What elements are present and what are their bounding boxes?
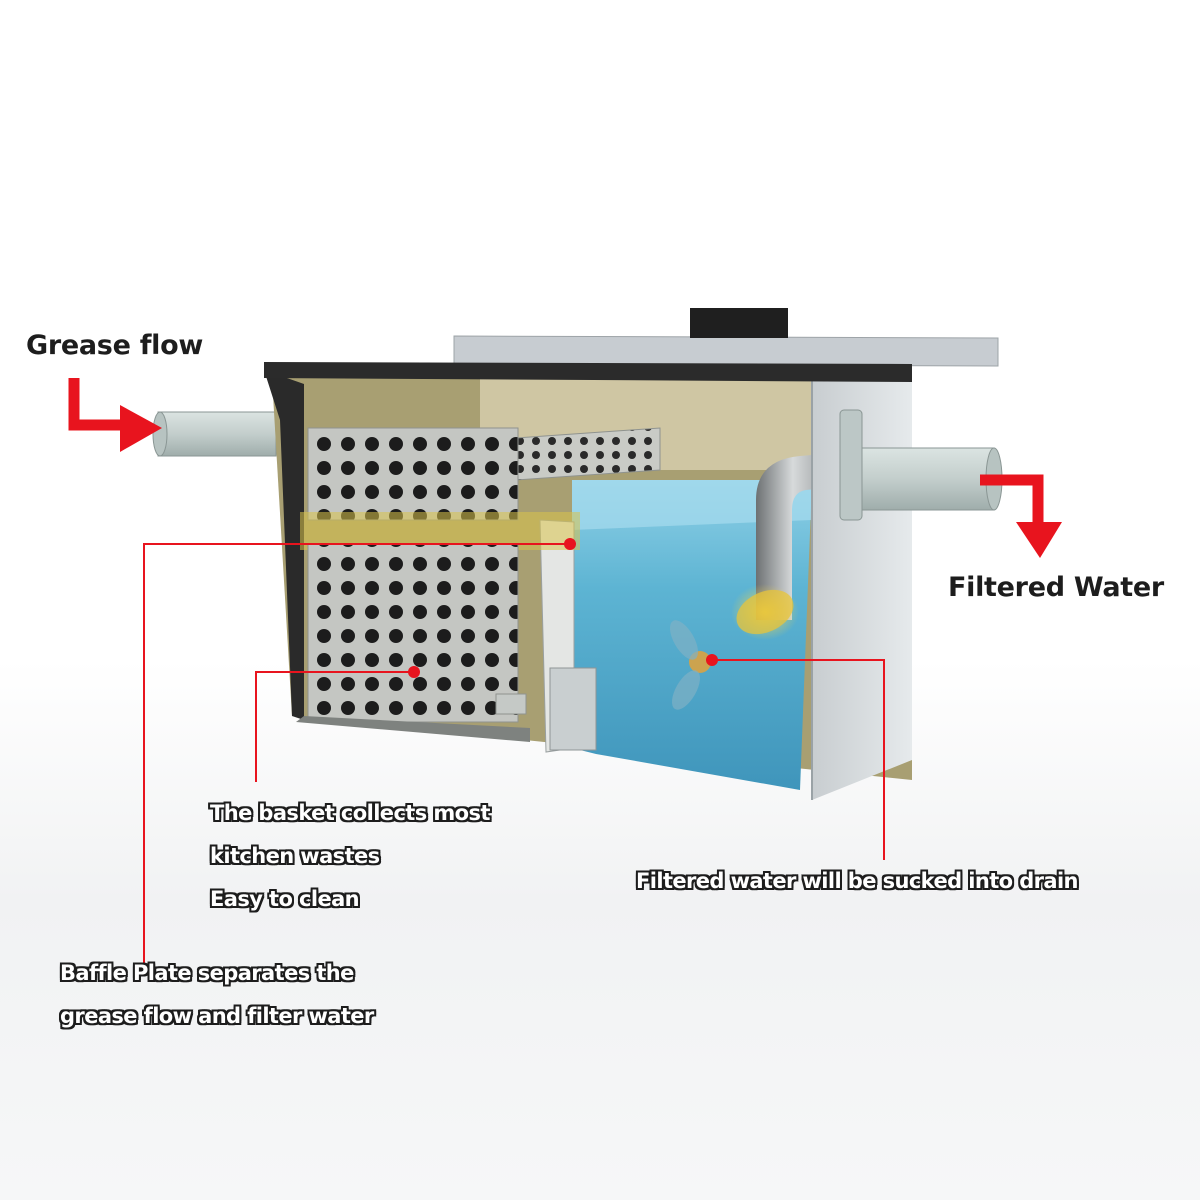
label-basket-line: Easy to clean xyxy=(210,887,360,911)
label-baffle-line: grease flow and filter water xyxy=(60,1004,374,1028)
basket-upper xyxy=(307,427,519,521)
impeller-blade xyxy=(672,670,700,710)
outlet-collar xyxy=(839,409,863,521)
impeller-blade xyxy=(670,620,698,660)
inlet-pipe-mouth xyxy=(152,411,168,457)
label-basket-line: kitchen wastes xyxy=(210,844,380,868)
float xyxy=(736,589,794,635)
pointer-basket xyxy=(255,666,420,782)
filtered-water-arrow xyxy=(980,474,1044,530)
filtered-water-arrow-head xyxy=(1016,522,1062,558)
pointer-drain xyxy=(706,654,885,860)
label-filtered-water: Filtered Water xyxy=(948,572,1164,603)
label-baffle-line: Baffle Plate separates the xyxy=(60,961,354,985)
label-drain: Filtered water will be sucked into drain xyxy=(636,860,1079,903)
outlet-pipe xyxy=(847,447,995,511)
basket-ledge xyxy=(495,693,527,715)
tank-left-wall xyxy=(264,370,304,720)
inlet-pipe xyxy=(157,411,277,457)
grease-flow-arrow-head xyxy=(120,405,162,452)
label-baffle: Baffle Plate separates the grease flow a… xyxy=(60,952,374,1038)
basket-floor xyxy=(296,716,530,742)
lid-handle xyxy=(690,308,788,338)
label-grease-flow: Grease flow xyxy=(26,330,203,361)
label-basket: The basket collects most kitchen wastes … xyxy=(210,792,490,921)
baffle-foot xyxy=(549,667,597,751)
label-drain-line: Filtered water will be sucked into drain xyxy=(636,869,1079,893)
tank-lid xyxy=(264,362,912,382)
pointer-baffle xyxy=(143,538,576,968)
grease-flow-arrow xyxy=(68,378,128,431)
rear-lid-plate xyxy=(453,335,999,367)
basket-lower xyxy=(307,543,519,723)
label-basket-line: The basket collects most xyxy=(210,801,490,825)
water-surface xyxy=(572,480,812,530)
outlet-elbow-pipe xyxy=(756,452,848,620)
